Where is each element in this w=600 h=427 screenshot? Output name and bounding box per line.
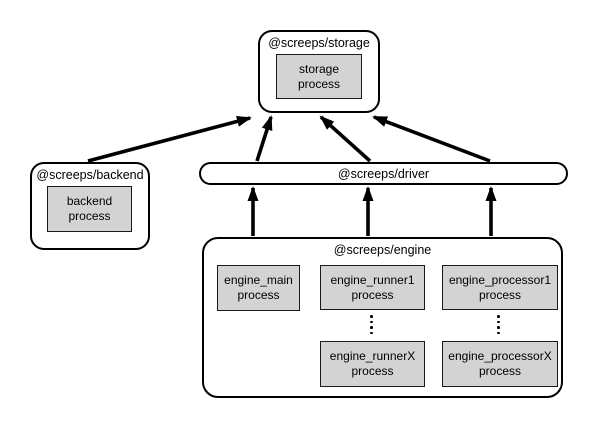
backend-title: @screeps/backend: [36, 168, 144, 182]
engine-runnerX-process-box: engine_runnerX process: [320, 341, 425, 387]
engine-container: @screeps/engine engine_main process engi…: [202, 237, 563, 398]
processor-vertical-ellipsis-icon: [497, 315, 500, 335]
storage-container: @screeps/storage storage process: [258, 30, 380, 113]
engine-title: @screeps/engine: [333, 243, 432, 257]
driver-title: @screeps/driver: [337, 166, 430, 181]
engine-processor1-process-box: engine_processor1 process: [442, 265, 558, 310]
driver-container: @screeps/driver: [199, 162, 568, 185]
edge-driver-to-storage-right: [372, 115, 491, 163]
engine-main-process-box: engine_main process: [217, 265, 300, 311]
edge-backend-to-storage: [87, 116, 252, 163]
edge-driver-to-storage-left: [255, 115, 273, 162]
engine-runner1-process-box: engine_runner1 process: [320, 265, 425, 310]
storage-process-box: storage process: [276, 54, 362, 99]
storage-title: @screeps/storage: [268, 36, 370, 50]
edge-driver-to-storage-middle: [319, 115, 372, 163]
backend-container: @screeps/backend backend process: [30, 162, 150, 250]
runner-vertical-ellipsis-icon: [370, 315, 373, 335]
backend-process-box: backend process: [47, 186, 132, 232]
engine-processorX-process-box: engine_processorX process: [442, 341, 558, 387]
